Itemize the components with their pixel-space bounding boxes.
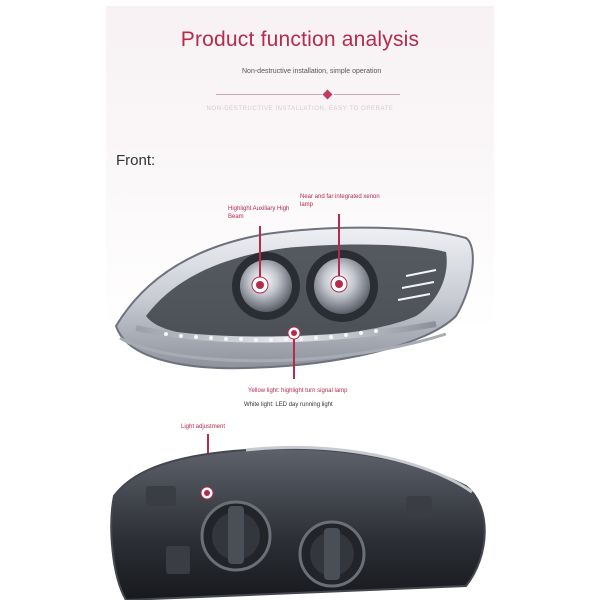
product-panel: Product function analysis Non-destructiv…	[106, 6, 494, 600]
callout-adjustment: Light adjustment	[181, 424, 226, 430]
ring-marker-icon	[287, 326, 301, 340]
front-label: Front:	[116, 152, 156, 169]
callout-white-light: White light: LED day running light	[244, 402, 333, 408]
ring-marker-icon	[200, 486, 214, 500]
callout-yellow-light: Yellow light: highlight turn signal lamp	[248, 388, 348, 394]
high-beam-leader-line	[259, 226, 261, 284]
callout-xenon: Near and far integrated xenon lamp	[300, 194, 380, 208]
diamond-icon	[322, 89, 333, 100]
divider-right	[334, 94, 400, 95]
divider-left	[216, 94, 322, 95]
page-title: Product function analysis	[180, 28, 420, 51]
headlight-back-image	[110, 445, 486, 600]
ring-marker-icon	[251, 276, 269, 294]
ring-marker-icon	[330, 275, 348, 293]
subtitle-note: Non-destructive installation, simple ope…	[242, 68, 382, 75]
faint-caption: NON-DESTRUCTIVE INSTALLATION, EASY TO OP…	[206, 106, 394, 112]
headlight-front-image	[114, 226, 474, 370]
xenon-leader-line	[338, 214, 340, 282]
drl-leader-line	[293, 339, 295, 379]
callout-high-beam: Highlight Auxiliary High Beam	[228, 206, 290, 220]
